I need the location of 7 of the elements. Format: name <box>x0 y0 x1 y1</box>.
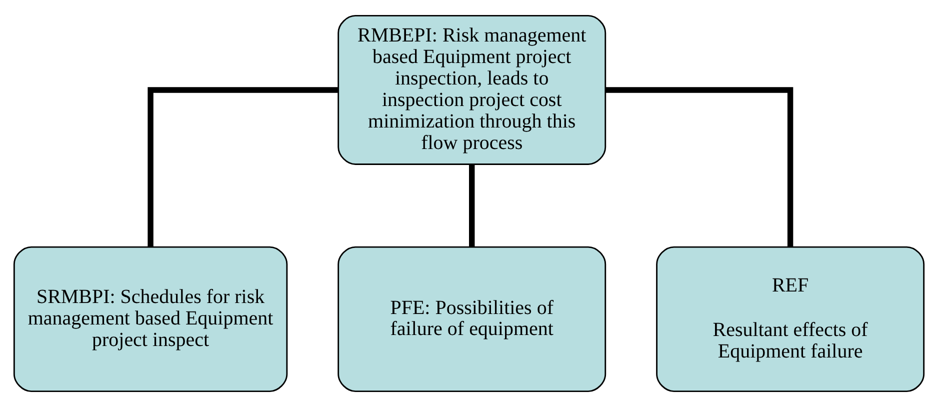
node-box: SRMBPI: Schedules for risk management based Equipment project inspect <box>13 246 288 392</box>
connector <box>469 164 475 247</box>
node-box: RMBEPI: Risk management based Equipment project inspection, leads to inspection project cost minimization through this flow process <box>338 15 606 165</box>
connector <box>606 87 794 247</box>
connector <box>148 87 338 247</box>
node-box: PFE: Possibilities of failure of equipment <box>338 246 606 392</box>
node-box: REF Resultant effects of Equipment failure <box>656 246 925 392</box>
